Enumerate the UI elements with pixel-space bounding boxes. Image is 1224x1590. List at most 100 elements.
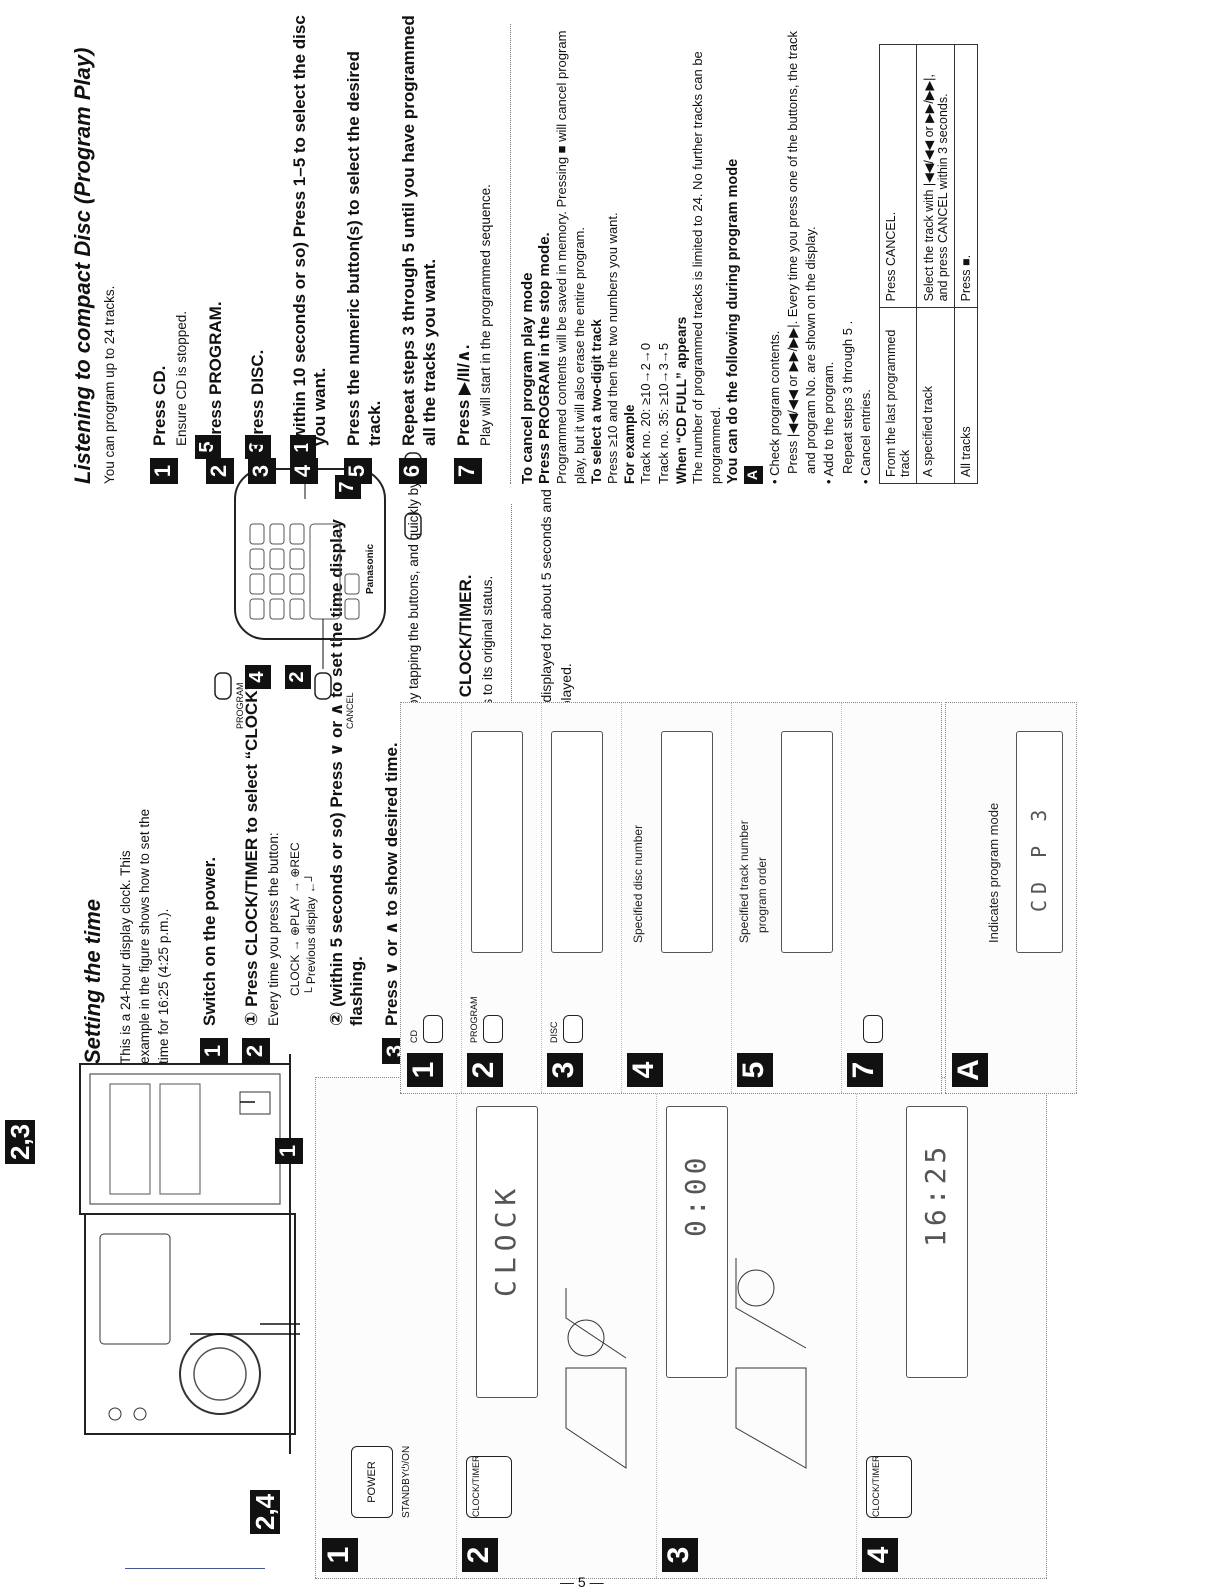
prog-step-6: 6 Repeat steps 3 through 5 until you hav… [399,14,440,484]
panel-num-4: 4 [862,1538,898,1572]
prog-row-4: 4 Specified disc number [621,703,732,1093]
table-cell: Select the track with |◀◀/◀◀ or ▶▶/▶▶|, … [916,44,955,308]
prog-row-5: 5 Specified track number program order [731,703,842,1093]
prog-step-7-desc: Play will start in the programmed sequen… [478,184,494,446]
two-digit-text: Press ≥10 and then the two numbers you w… [604,212,620,484]
during-program-label: A [743,466,763,484]
clock-steps-panel: 1 POWER STANDBY⏻/ON 2 CLOCK/TIMER CLOCK … [315,1077,1047,1579]
panel-row-1: 1 POWER STANDBY⏻/ON [316,1078,457,1578]
lcd-flashing-display: 0:00 [666,1106,728,1378]
example-title: For example [622,404,638,484]
cancel-entries-table: From the last programmed track Press CAN… [879,44,978,484]
callout-1: 1 [275,1138,303,1164]
prog-lcd-5 [781,731,833,953]
prog-step-3: 3 Press DISC. [247,14,276,484]
power-button[interactable]: POWER [351,1446,393,1518]
prog-cd-button[interactable] [423,1015,443,1043]
prog-step-1-title: Press CD. [150,365,169,446]
prog-step-5: 5 Press the numeric button(s) to select … [344,14,385,484]
prog-row-7: 7 [841,703,941,1093]
prog-program-label: PROGRAM [469,996,479,1043]
prog-step-3-num: 3 [247,458,276,484]
specified-track-number-label: Specified track number [737,820,751,943]
prog-step-5-num: 5 [344,458,373,484]
time-step-2-num: 2 [242,1038,270,1064]
clock-timer-label-2: CLOCK/TIMER [871,1455,881,1517]
power-label: POWER [366,1461,378,1503]
prog-row-3: 3 DISC [541,703,622,1093]
lcd-clock-display: CLOCK [476,1106,538,1398]
prog-program-button[interactable] [483,1015,503,1043]
cancel-program-text: Programmed contents will be saved in mem… [553,30,587,484]
panel-a-lcd: CD P 3 [1016,731,1063,953]
lcd-set-time-display: 16:25 [906,1106,968,1378]
during-program-title: You can do the following during program … [724,158,741,484]
prog-lcd-4 [661,731,713,953]
prog-step-4-title: (within 10 seconds or so) Press 1–5 to s… [289,15,329,446]
down-up-buttons-illustration [565,1288,627,1469]
cd-full-text: The number of programmed tracks is limit… [689,51,723,484]
panel-row-2: 2 CLOCK/TIMER CLOCK [456,1078,657,1578]
remote-callout-2: 2 [285,665,311,689]
cd-full-title: When “CD FULL” appears [673,316,689,484]
setting-time-intro: This is a 24-hour display clock. This ex… [118,808,172,1064]
table-cell: All tracks [954,307,978,484]
table-cell: A specified track [916,307,955,484]
remote-callout-4: 4 [245,665,271,689]
panel-row-3: 3 0:00 [656,1078,857,1578]
prog-step-7: 7 Press ▶/II/∧. Play will start in the p… [453,14,496,484]
prog-row-1: 1 CD [401,703,462,1093]
clock-timer-button[interactable]: CLOCK/TIMER [466,1455,512,1518]
prog-step-1-num: 1 [150,458,178,484]
table-row: All tracks Press ■. [954,44,978,484]
example-1: Track no. 20: ≥10→2→0 [638,342,654,484]
program-play-title: Listening to compact Disc (Program Play) [70,47,95,484]
panel-num-2: 2 [462,1538,498,1572]
bullet-cancel-head: • Cancel entries. [857,389,873,484]
panel-a-num: A [952,1053,988,1087]
bullet-add-body: Repeat steps 3 through 5 . [839,320,855,474]
prog-lcd-2 [471,731,523,953]
prog-panel-num-2: 2 [467,1053,503,1087]
table-row: From the last programmed track Press CAN… [879,44,917,484]
prog-panel-num-4: 4 [627,1053,663,1087]
prog-disc-button[interactable] [563,1015,583,1043]
panel-num-3: 3 [662,1538,698,1572]
prog-play-button[interactable] [863,1015,883,1043]
prog-step-1: 1 Press CD. Ensure CD is stopped. [150,14,192,484]
stereo-figure: 1 2,4 2,3 [5,1054,310,1534]
two-digit-title: To select a two-digit track [588,319,604,484]
remote-brand-label: Panasonic [365,543,376,594]
program-steps-panel: 1 CD 2 PROGRAM 3 DISC 4 Specified disc n… [400,702,942,1094]
prog-step-3-title: Press DISC. [247,349,267,446]
program-play-section: Listening to compact Disc (Program Play)… [70,14,120,484]
program-order-label: program order [755,856,769,933]
indicates-program-mode-label: Indicates program mode [986,802,1001,943]
stereo-unit-illustration [79,1054,300,1454]
prog-step-6-title: Repeat steps 3 through 5 until you have … [399,15,439,446]
program-play-steps: 1 Press CD. Ensure CD is stopped. 2 Pres… [150,14,978,484]
lcd-flashing-text: 0:00 [679,1153,712,1237]
table-cell: Press ■. [954,44,978,308]
prog-step-4-num: 4 [289,458,318,484]
remote-control-illustration [214,452,422,700]
prog-step-2-title: Press PROGRAM. [205,301,225,446]
prog-step-5-title: Press the numeric button(s) to select th… [344,51,384,446]
prog-step-7-title: Press ▶/II/∧. [453,344,473,446]
callout-2-4: 2,4 [250,1489,280,1534]
lcd-set-time-text: 16:25 [919,1142,952,1247]
standby-label: STANDBY⏻/ON [401,1445,412,1518]
cancel-program-title: To cancel program play mode [518,272,536,484]
prog-row-2: 2 PROGRAM [461,703,542,1093]
prog-step-6-num: 6 [399,458,428,484]
prog-lcd-3 [551,731,603,953]
remote-program-label: PROGRAM [235,682,245,729]
prog-panel-num-3: 3 [547,1053,583,1087]
program-play-intro: You can program up to 24 tracks. [102,285,118,484]
example-2: Track no. 35: ≥10→3→5 [656,342,672,484]
panel-num-1: 1 [322,1538,358,1572]
setting-time-section: Setting the time This is a 24-hour displ… [80,544,174,1064]
clock-timer-button-2[interactable]: CLOCK/TIMER [866,1455,912,1518]
panel-a: A Indicates program mode CD P 3 [945,702,1077,1094]
